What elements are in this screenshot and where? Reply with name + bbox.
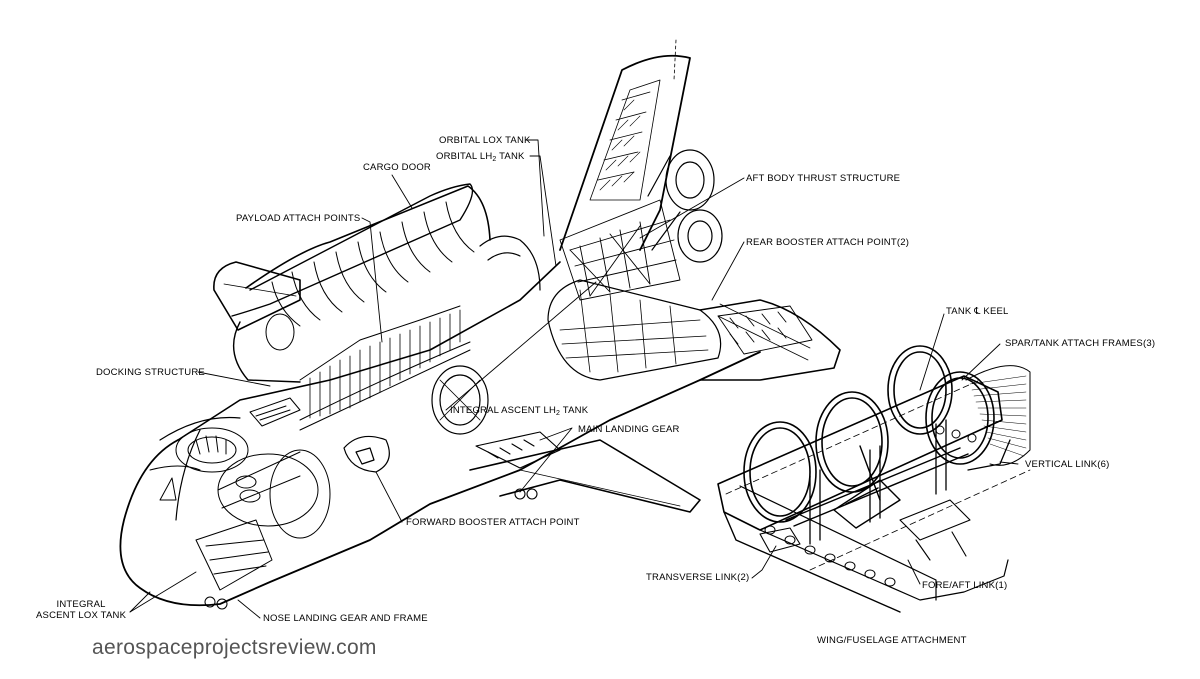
integral-ascent-lh2-tank <box>547 279 722 381</box>
diagram-caption: WING/FUSELAGE ATTACHMENT <box>817 635 967 646</box>
label-orbital-lh2-tank-subscript: 2 <box>492 156 497 163</box>
aft-thrust-structure <box>559 199 681 301</box>
label-integral-ascent-lh2-tank: INTEGRAL ASCENT LH2 TANK <box>450 405 588 419</box>
orbiter-cutaway <box>119 39 841 610</box>
label-integral-ascent-lh2-tank-text: INTEGRAL ASCENT LH <box>450 405 557 416</box>
label-payload-attach-points: PAYLOAD ATTACH POINTS <box>236 213 361 224</box>
rear-booster-attach <box>717 305 813 355</box>
cargo-door <box>245 185 491 289</box>
label-docking-structure: DOCKING STRUCTURE <box>96 367 205 378</box>
label-orbital-lh2-tank-text: ORBITAL LH <box>436 151 493 162</box>
tank-keel <box>785 445 969 529</box>
label-integral-ascent-lh2-tank-suffix: TANK <box>560 405 589 416</box>
fuselage-outline <box>119 351 761 607</box>
label-integral-ascent-lh2-tank-subscript: 2 <box>556 410 561 417</box>
forward-booster-attach <box>343 435 390 473</box>
left-wing <box>213 261 301 331</box>
label-aft-body-thrust-structure: AFT BODY THRUST STRUCTURE <box>746 173 901 184</box>
label-orbital-lh2-tank: ORBITAL LH2 TANK <box>436 151 525 165</box>
tank-cylinder <box>965 365 1031 466</box>
leader-lines <box>129 139 745 619</box>
docking-structure-detail <box>175 397 301 473</box>
main-landing-gear-detail <box>475 431 561 500</box>
label-rear-booster-attach-point: REAR BOOSTER ATTACH POINT(2) <box>746 237 910 248</box>
tail-structure <box>589 79 661 201</box>
label-integral-ascent-lox-tank: INTEGRAL ASCENT LOX TANK <box>36 599 126 621</box>
label-nose-landing-gear-and-frame: NOSE LANDING GEAR AND FRAME <box>263 613 428 624</box>
label-transverse-link: TRANSVERSE LINK(2) <box>646 572 750 583</box>
transverse-link <box>759 527 801 553</box>
right-wing <box>699 299 841 381</box>
integral-ascent-lox-tank <box>217 449 331 539</box>
cargo-bay-tank <box>231 183 491 431</box>
nose-landing-gear <box>195 519 273 610</box>
label-integral-ascent-lox-tank-line2: ASCENT LOX TANK <box>36 610 127 621</box>
watermark: aerospaceprojectsreview.com <box>92 636 377 659</box>
label-spar-tank-attach-frames: SPAR/TANK ATTACH FRAMES(3) <box>1005 338 1156 349</box>
fore-aft-link <box>899 499 971 561</box>
wing-fuselage-attachment-diagram <box>717 313 1031 613</box>
vertical-links <box>809 419 1011 545</box>
label-fore-aft-link: FORE/AFT LINK(1) <box>922 580 1008 591</box>
label-cargo-door: CARGO DOOR <box>363 162 431 173</box>
mid-fuselage-frames <box>431 235 541 435</box>
label-integral-ascent-lox-tank-line1: INTEGRAL <box>56 599 106 610</box>
label-orbital-lh2-tank-suffix: TANK <box>496 151 525 162</box>
main-engines <box>647 149 723 263</box>
label-tank-keel: TANK ℄ KEEL <box>946 306 1009 317</box>
label-vertical-link: VERTICAL LINK(6) <box>1025 459 1110 470</box>
label-forward-booster-attach-point: FORWARD BOOSTER ATTACH POINT <box>406 517 580 528</box>
label-orbital-lox-tank: ORBITAL LOX TANK <box>439 135 531 146</box>
label-main-landing-gear: MAIN LANDING GEAR <box>578 424 680 435</box>
lower-wing <box>469 439 701 513</box>
vertical-tail <box>559 39 691 251</box>
